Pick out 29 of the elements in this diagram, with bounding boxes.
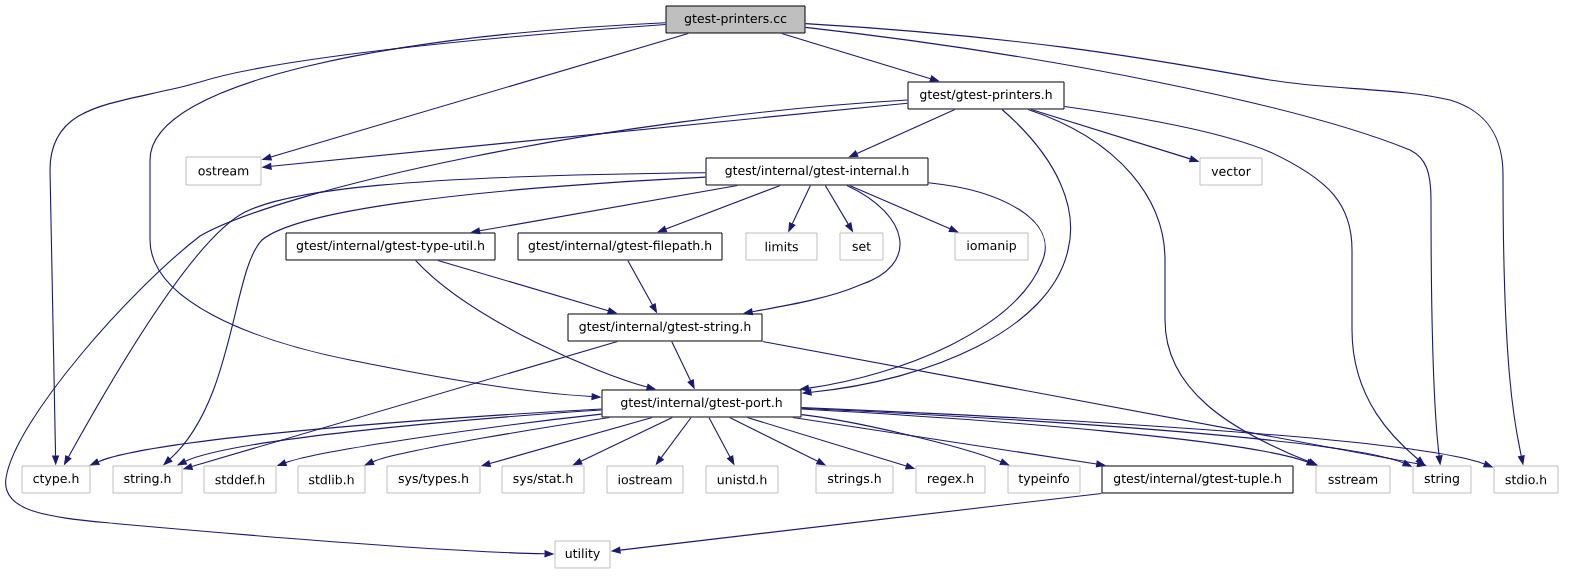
file-box: gtest/internal/gtest-type-util.h — [285, 232, 496, 261]
file-box: gtest/internal/gtest-tuple.h — [1101, 465, 1294, 494]
file-box: gtest/internal/gtest-filepath.h — [517, 232, 723, 261]
file-box: regex.h — [915, 465, 986, 494]
file-box: ctype.h — [21, 465, 91, 494]
file-box: gtest/internal/gtest-string.h — [567, 313, 763, 342]
file-box: sys/types.h — [386, 465, 481, 494]
file-box: gtest-printers.cc — [665, 5, 806, 34]
file-box: iostream — [606, 465, 684, 494]
file-box: gtest/internal/gtest-port.h — [601, 389, 802, 418]
file-box: stdio.h — [1493, 465, 1559, 494]
file-box: string.h — [112, 465, 183, 494]
file-box: vector — [1199, 157, 1263, 186]
file-box: ostream — [185, 156, 262, 186]
file-box: stdlib.h — [297, 465, 366, 494]
file-box: sys/stat.h — [501, 465, 585, 494]
file-box: strings.h — [815, 465, 894, 494]
file-box: set — [839, 232, 884, 261]
file-box: typeinfo — [1007, 465, 1081, 494]
arrow — [5, 99, 909, 558]
file-box: iomanip — [954, 232, 1029, 261]
file-box: unistd.h — [705, 465, 779, 494]
file-box: utility — [554, 540, 611, 569]
file-box: gtest/gtest-printers.h — [907, 81, 1065, 110]
file-box: sstream — [1315, 465, 1391, 494]
file-box: string — [1412, 465, 1472, 494]
file-box: gtest/internal/gtest-internal.h — [705, 157, 929, 186]
file-box: stddef.h — [203, 465, 277, 494]
file-box: limits — [745, 232, 818, 261]
